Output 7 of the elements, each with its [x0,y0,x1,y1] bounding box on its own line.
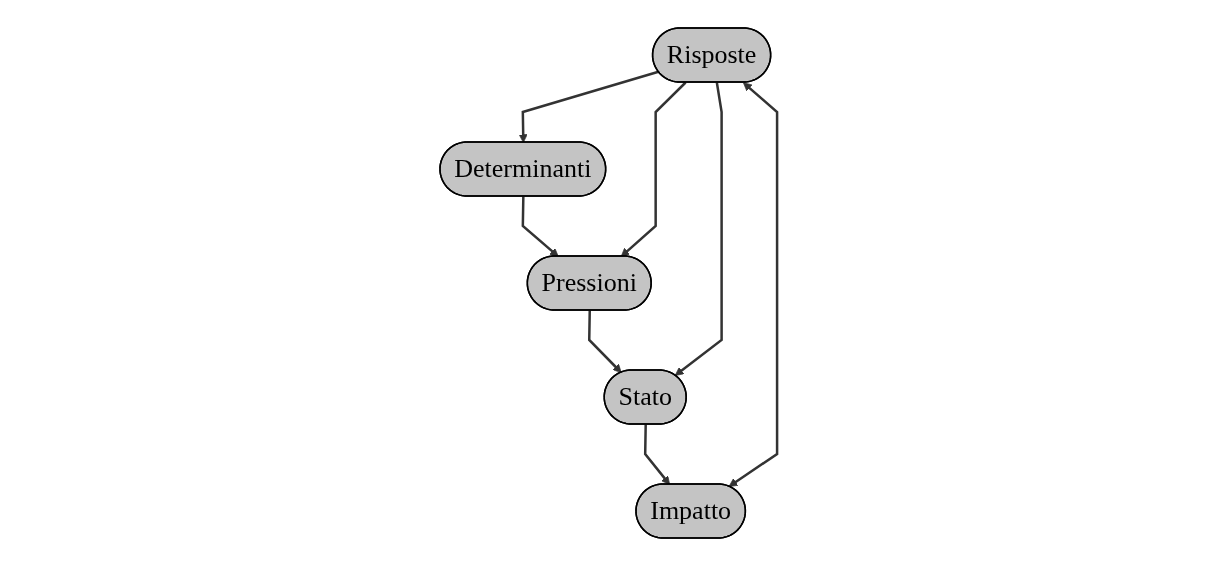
arrow [621,81,687,257]
arrow [675,82,724,376]
arrow [522,196,560,257]
arrow [519,70,660,143]
arrow [588,310,623,373]
arrow [644,424,671,485]
arrow [729,82,779,487]
